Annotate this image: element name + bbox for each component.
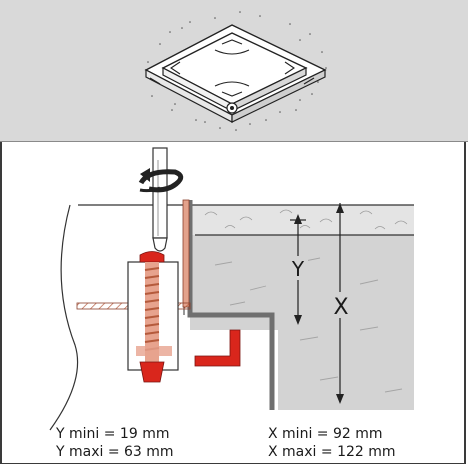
concrete-speckle bbox=[147, 11, 327, 131]
x-min-label: X mini = 92 mm bbox=[268, 426, 383, 442]
x-dimension-legend: X mini = 92 mm X maxi = 122 mm bbox=[268, 425, 396, 461]
concrete-slab bbox=[190, 204, 414, 410]
rotation-arrow-icon bbox=[138, 168, 184, 193]
anchor-arm bbox=[194, 329, 241, 367]
steel-box-wall bbox=[187, 200, 275, 410]
y-label: Y bbox=[291, 257, 305, 281]
y-min-label: Y mini = 19 mm bbox=[56, 426, 170, 442]
x-max-label: X maxi = 122 mm bbox=[268, 444, 396, 460]
y-max-label: Y maxi = 63 mm bbox=[56, 444, 174, 460]
recessed-floor-box-icon bbox=[144, 11, 327, 131]
y-dimension-legend: Y mini = 19 mm Y maxi = 63 mm bbox=[56, 425, 174, 461]
screwdriver-icon bbox=[152, 147, 168, 252]
x-label: X bbox=[333, 295, 348, 320]
section-view-frame bbox=[0, 142, 466, 464]
product-view-panel bbox=[0, 0, 468, 141]
anchor-screw bbox=[136, 251, 172, 383]
panel-divider bbox=[0, 141, 468, 142]
